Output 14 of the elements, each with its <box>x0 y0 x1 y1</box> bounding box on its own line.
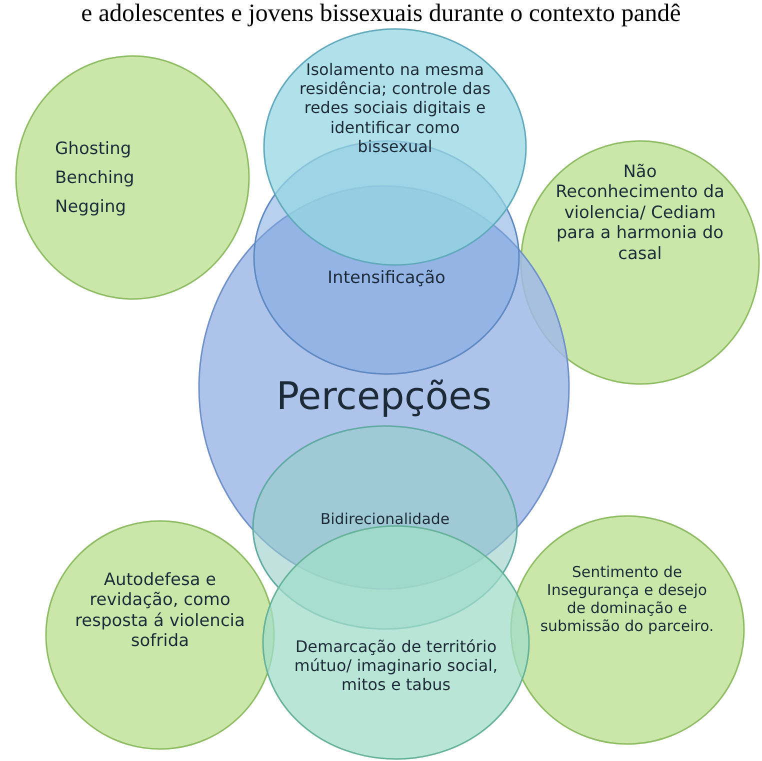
bubble-text: Autodefesa e revidação, como resposta á violencia sofrida <box>75 570 245 652</box>
bubble-text: Sentimento de Insegurança e desejo de dominação e submissão do parceiro. <box>539 563 715 635</box>
bubble-text: Isolamento na mesma residência; controle das redes sociais digitais e identificar como bissexual <box>298 60 492 156</box>
bubble-text: Ghosting Benching Negging <box>55 138 136 219</box>
bubble <box>15 55 250 300</box>
bubble-text: Não Reconhecimento da violencia/ Cediam para a harmonia do casal <box>554 162 726 264</box>
title: e adolescentes e jovens bissexuais durante o contexto pandê <box>80 0 682 28</box>
bubble-text: Demarcação de território mútuo/ imaginario social, mitos e tabus <box>293 637 499 695</box>
bubble <box>520 140 760 385</box>
bubble-text: Intensificação <box>326 268 446 288</box>
bubble <box>263 28 527 266</box>
bubble <box>262 525 530 760</box>
bubble-text: Bidirecionalidade <box>319 510 451 528</box>
bubble-text: Percepções <box>275 377 493 415</box>
